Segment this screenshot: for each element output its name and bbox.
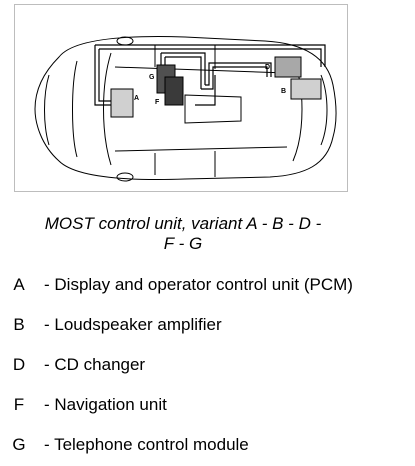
car-diagram-frame: A G F D B xyxy=(14,4,348,192)
most-ring-wiring xyxy=(94,44,326,106)
unit-a-label: A xyxy=(134,95,139,102)
legend-key: B xyxy=(13,315,25,334)
car-body xyxy=(34,36,337,180)
car-windshield xyxy=(103,52,112,166)
legend-desc: - Telephone control module xyxy=(44,435,249,454)
legend-key: D xyxy=(12,355,26,374)
legend-item-a: A - Display and operator control unit (P… xyxy=(0,274,415,296)
car-mirror-left xyxy=(116,36,134,46)
legend-item-d: D - CD changer xyxy=(0,354,415,376)
car-hood-line xyxy=(72,60,78,158)
unit-g-label: G xyxy=(149,74,155,81)
unit-d-box xyxy=(274,56,302,78)
car-diagram: A G F D B xyxy=(34,36,337,182)
legend-key: F xyxy=(13,395,25,414)
unit-d-label: D xyxy=(265,64,270,71)
legend-item-g: G - Telephone control module xyxy=(0,434,415,456)
unit-b-label: B xyxy=(281,88,286,95)
caption-line-1: MOST control unit, variant A - B - D - xyxy=(44,214,322,233)
legend-key: A xyxy=(13,275,25,294)
unit-b-box xyxy=(290,78,322,100)
legend-item-b: B - Loudspeaker amplifier xyxy=(0,314,415,336)
unit-f-label: F xyxy=(155,99,160,106)
car-front-bumper xyxy=(44,74,50,146)
legend-item-f: F - Navigation unit xyxy=(0,394,415,416)
car-rear-bumper xyxy=(320,74,328,146)
car-sunroof xyxy=(184,94,242,124)
figure-caption: MOST control unit, variant A - B - D - F… xyxy=(0,214,366,254)
car-mirror-right xyxy=(116,172,134,182)
legend-desc: - CD changer xyxy=(44,355,146,374)
car-roof-right xyxy=(114,146,288,152)
unit-a-box xyxy=(110,88,134,118)
legend-key: G xyxy=(12,435,26,454)
caption-line-2: F - G xyxy=(163,234,203,253)
legend-desc: - Display and operator control unit (PCM… xyxy=(44,275,353,294)
legend-desc: - Loudspeaker amplifier xyxy=(44,315,222,334)
unit-f-box xyxy=(164,76,184,106)
legend-desc: - Navigation unit xyxy=(44,395,167,414)
